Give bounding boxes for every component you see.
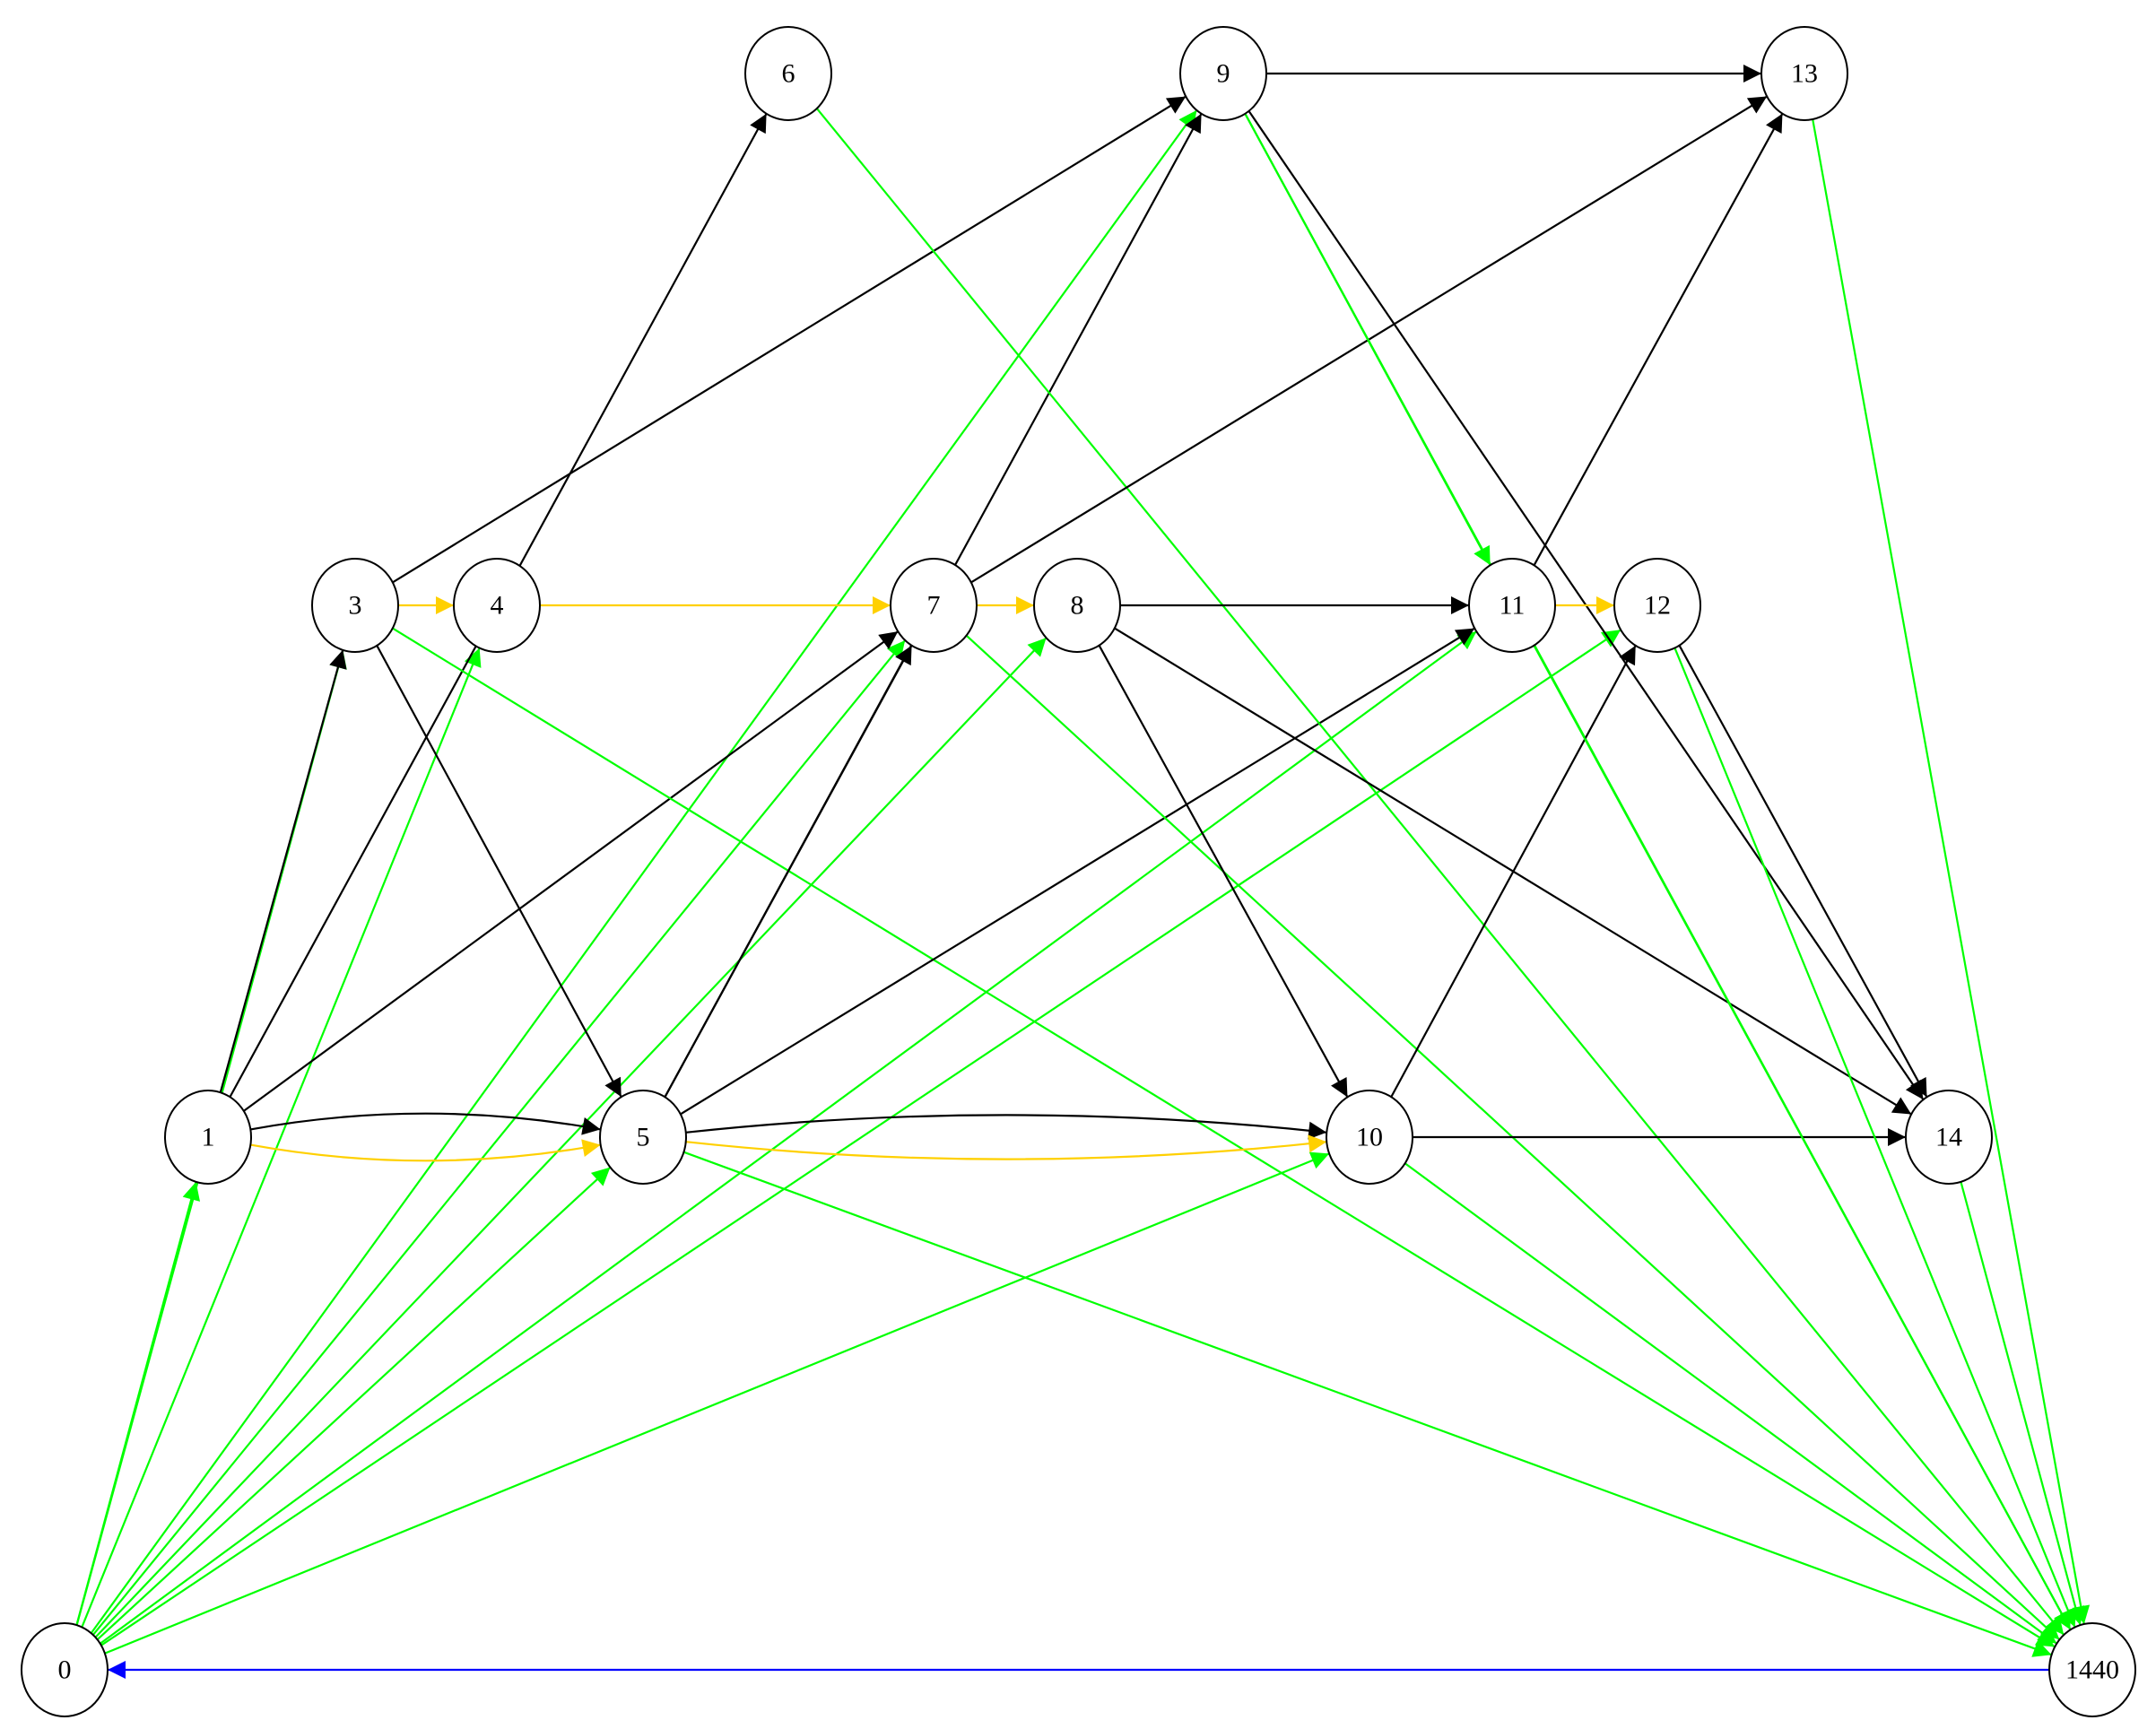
edge-3-to-5 <box>376 645 622 1098</box>
edge-5-to-11 <box>680 627 1475 1116</box>
node-8: 8 <box>1033 558 1121 653</box>
node-circle <box>2048 1622 2136 1717</box>
node-5: 5 <box>599 1090 687 1185</box>
node-label: 6 <box>782 59 795 89</box>
edge-5-to-10 <box>685 1134 1327 1160</box>
node-circle <box>744 26 832 121</box>
edge-8-to-10 <box>1098 645 1349 1098</box>
node-3: 3 <box>311 558 399 653</box>
node-circle <box>1033 558 1121 653</box>
node-circle <box>453 558 541 653</box>
edge-0-to-10 <box>104 1151 1330 1655</box>
edge-11-to-1440 <box>1533 645 2072 1630</box>
edge-5-to-10 <box>685 1114 1327 1140</box>
node-7: 7 <box>890 558 978 653</box>
node-circle <box>1613 558 1701 653</box>
node-label: 12 <box>1644 591 1671 621</box>
node-circle <box>599 1090 687 1185</box>
node-0: 0 <box>21 1622 109 1717</box>
edge-0-to-12 <box>100 629 1621 1646</box>
node-circle <box>1760 26 1848 121</box>
node-circle <box>1326 1090 1413 1185</box>
node-circle <box>1179 26 1267 121</box>
node-1440: 1440 <box>2048 1622 2136 1717</box>
edge-0-to-7 <box>91 639 907 1636</box>
node-4: 4 <box>453 558 541 653</box>
edge-5-to-1440 <box>683 1151 2052 1657</box>
node-circle <box>890 558 978 653</box>
edge-1-to-3 <box>219 649 347 1093</box>
node-circle <box>21 1622 109 1717</box>
node-label: 9 <box>1217 59 1230 89</box>
edge-12-to-14 <box>1678 645 1928 1098</box>
node-1: 1 <box>164 1090 252 1185</box>
node-label: 4 <box>491 591 504 621</box>
node-label: 0 <box>58 1655 72 1685</box>
edge-3-to-1440 <box>392 627 2056 1648</box>
edge-10-to-12 <box>1390 645 1637 1098</box>
edge-6-to-1440 <box>815 108 2065 1636</box>
edge-1-to-5 <box>250 1112 601 1135</box>
node-13: 13 <box>1760 26 1848 121</box>
node-circle <box>164 1090 252 1185</box>
edge-11-to-13 <box>1533 113 1784 566</box>
node-label: 3 <box>349 591 362 621</box>
edge-1-to-7 <box>243 630 899 1112</box>
node-label: 14 <box>1935 1123 1962 1152</box>
edge-13-to-1440 <box>1812 118 2091 1625</box>
edge-0-to-4 <box>81 647 482 1628</box>
node-label: 13 <box>1791 59 1818 89</box>
node-label: 8 <box>1071 591 1084 621</box>
node-circle <box>1468 558 1556 653</box>
edge-1-to-5 <box>250 1139 601 1162</box>
edge-14-to-1440 <box>1960 1181 2085 1626</box>
edge-3-to-9 <box>392 95 1187 584</box>
node-9: 9 <box>1179 26 1267 121</box>
node-label: 10 <box>1356 1123 1383 1152</box>
node-circle <box>311 558 399 653</box>
node-11: 11 <box>1468 558 1556 653</box>
node-label: 11 <box>1500 591 1526 621</box>
edge-0-to-9 <box>90 109 1198 1634</box>
edge-0-to-11 <box>100 630 1477 1645</box>
node-label: 1440 <box>2065 1655 2119 1685</box>
edge-0-to-8 <box>94 637 1048 1638</box>
edges-layer <box>75 65 2091 1679</box>
node-14: 14 <box>1905 1090 1993 1185</box>
node-6: 6 <box>744 26 832 121</box>
edge-10-to-1440 <box>1404 1162 2057 1645</box>
node-label: 7 <box>927 591 941 621</box>
edge-0-to-5 <box>96 1166 612 1641</box>
node-label: 1 <box>202 1123 215 1152</box>
node-12: 12 <box>1613 558 1701 653</box>
node-circle <box>1905 1090 1993 1185</box>
node-label: 5 <box>637 1123 650 1152</box>
node-10: 10 <box>1326 1090 1413 1185</box>
edge-12-to-1440 <box>1674 647 2077 1628</box>
